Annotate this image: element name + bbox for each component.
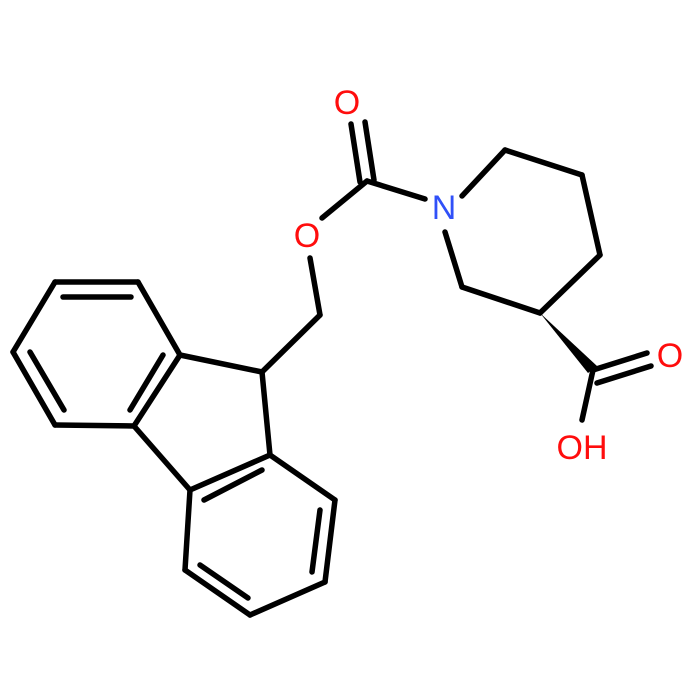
ring-nitrogen-label: N (432, 189, 457, 227)
fluorene-left-benzene (10, 279, 183, 429)
bond-carbonyl-nitrogen (364, 178, 428, 202)
fluorene-five-ring (131, 352, 273, 493)
bond-carbonyl-ester-oxygen (319, 178, 370, 221)
acid-carbonyl-oxygen-label: O (657, 337, 683, 375)
bond-methylene-c9 (259, 312, 323, 375)
stereo-wedge-bond (540, 313, 597, 373)
acid-carbonyl-double-bond (590, 350, 654, 386)
carbonyl-double-bond (348, 119, 377, 185)
ester-oxygen-label: O (294, 217, 320, 255)
bond-ester-oxygen-methylene (307, 255, 323, 318)
piperidine-ring (442, 147, 603, 316)
bond-acid-hydroxyl (579, 367, 596, 423)
hydroxyl-label: OH (557, 429, 608, 467)
carbonyl-oxygen-label: O (334, 84, 360, 122)
fluorene-right-benzene (182, 452, 338, 618)
